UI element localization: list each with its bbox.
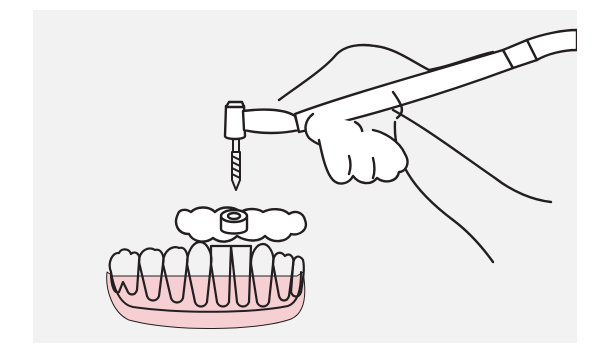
guide-sleeve-hole [228, 213, 240, 219]
surgical-guide-icon [176, 208, 306, 242]
handpiece-head-cap [226, 102, 244, 107]
illustration-panel [33, 10, 577, 343]
handpiece-neck [243, 110, 299, 133]
dental-implant-illustration [33, 10, 577, 343]
